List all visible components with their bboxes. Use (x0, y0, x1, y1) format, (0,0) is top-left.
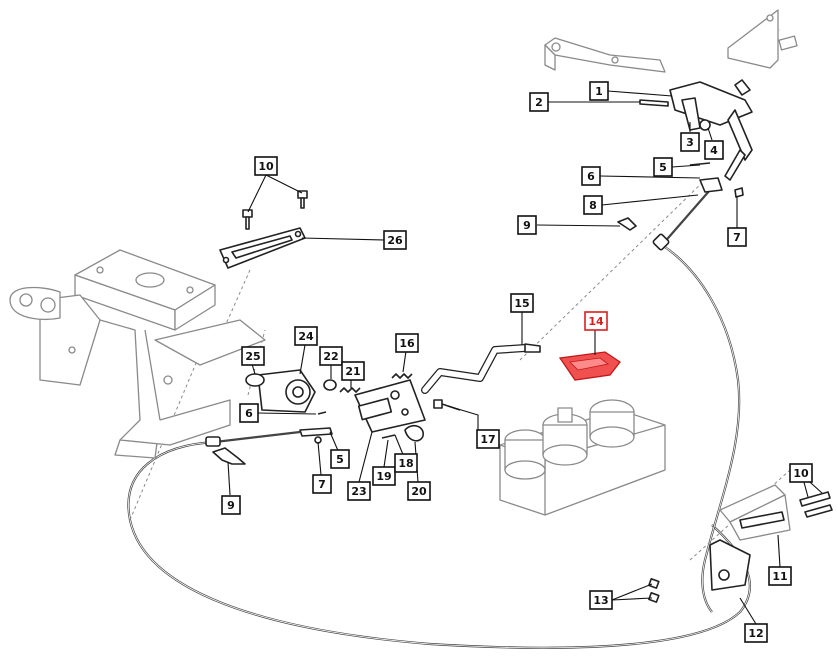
label-5-left: 5 (330, 449, 350, 469)
label-7-right: 7 (727, 227, 747, 247)
label-10-right: 10 (789, 463, 813, 483)
label-9-right: 9 (517, 215, 537, 235)
bracket-11 (709, 484, 833, 591)
label-25: 25 (241, 346, 265, 366)
label-6-right: 6 (581, 166, 601, 186)
label-12: 12 (744, 623, 768, 643)
svg-text:21: 21 (345, 365, 360, 378)
label-13: 13 (589, 590, 613, 610)
label-1: 1 (589, 81, 609, 101)
svg-text:20: 20 (411, 485, 427, 498)
label-3: 3 (680, 132, 700, 152)
label-19: 19 (372, 466, 396, 486)
svg-text:24: 24 (298, 330, 314, 343)
svg-text:14: 14 (588, 315, 604, 328)
svg-text:10: 10 (793, 467, 809, 480)
bolts-10-left (242, 190, 308, 230)
svg-text:23: 23 (351, 485, 366, 498)
svg-text:2: 2 (535, 96, 543, 109)
svg-text:5: 5 (336, 453, 344, 466)
svg-text:19: 19 (376, 470, 391, 483)
svg-text:26: 26 (387, 234, 403, 247)
cable-assembly (127, 189, 751, 649)
label-21: 21 (341, 361, 365, 381)
plate-26 (219, 227, 306, 269)
label-6-left: 6 (239, 403, 259, 423)
label-9-left: 9 (221, 495, 241, 515)
pedestal-bracket (9, 249, 266, 459)
svg-text:11: 11 (772, 570, 787, 583)
svg-text:16: 16 (399, 337, 415, 350)
svg-text:10: 10 (258, 160, 274, 173)
label-22: 22 (319, 346, 343, 366)
svg-text:1: 1 (595, 85, 603, 98)
label-18: 18 (394, 453, 418, 473)
svg-text:6: 6 (587, 170, 595, 183)
svg-text:6: 6 (245, 407, 253, 420)
svg-text:15: 15 (514, 297, 529, 310)
svg-text:17: 17 (480, 433, 495, 446)
label-4: 4 (704, 140, 724, 160)
svg-text:7: 7 (318, 478, 326, 491)
svg-text:25: 25 (245, 350, 260, 363)
svg-text:7: 7 (733, 231, 741, 244)
svg-text:5: 5 (659, 161, 667, 174)
label-17: 17 (476, 429, 500, 449)
svg-text:9: 9 (523, 219, 531, 232)
svg-text:18: 18 (398, 457, 413, 470)
label-8: 8 (583, 195, 603, 215)
label-11: 11 (768, 566, 792, 586)
label-14-highlighted: 14 (584, 311, 608, 331)
label-23: 23 (347, 481, 371, 501)
label-15: 15 (510, 293, 534, 313)
svg-text:3: 3 (686, 136, 694, 149)
clip-9-right (617, 217, 637, 231)
transmission-unit (499, 399, 666, 516)
label-26: 26 (383, 230, 407, 250)
label-7-left: 7 (312, 474, 332, 494)
label-20: 20 (407, 481, 431, 501)
svg-text:22: 22 (323, 350, 338, 363)
svg-text:8: 8 (589, 199, 597, 212)
label-5-right: 5 (653, 157, 673, 177)
label-2: 2 (529, 92, 549, 112)
label-24: 24 (294, 326, 318, 346)
svg-text:12: 12 (748, 627, 763, 640)
nuts-13 (648, 578, 660, 603)
control-rod-15 (421, 343, 541, 394)
pedal-bracket-assembly (544, 9, 798, 198)
svg-text:13: 13 (593, 594, 608, 607)
label-10-left: 10 (254, 156, 278, 176)
highlighted-part-14 (558, 351, 621, 381)
svg-text:9: 9 (227, 499, 235, 512)
label-16: 16 (395, 333, 419, 353)
center-mechanism (212, 369, 461, 465)
svg-text:4: 4 (710, 144, 718, 157)
